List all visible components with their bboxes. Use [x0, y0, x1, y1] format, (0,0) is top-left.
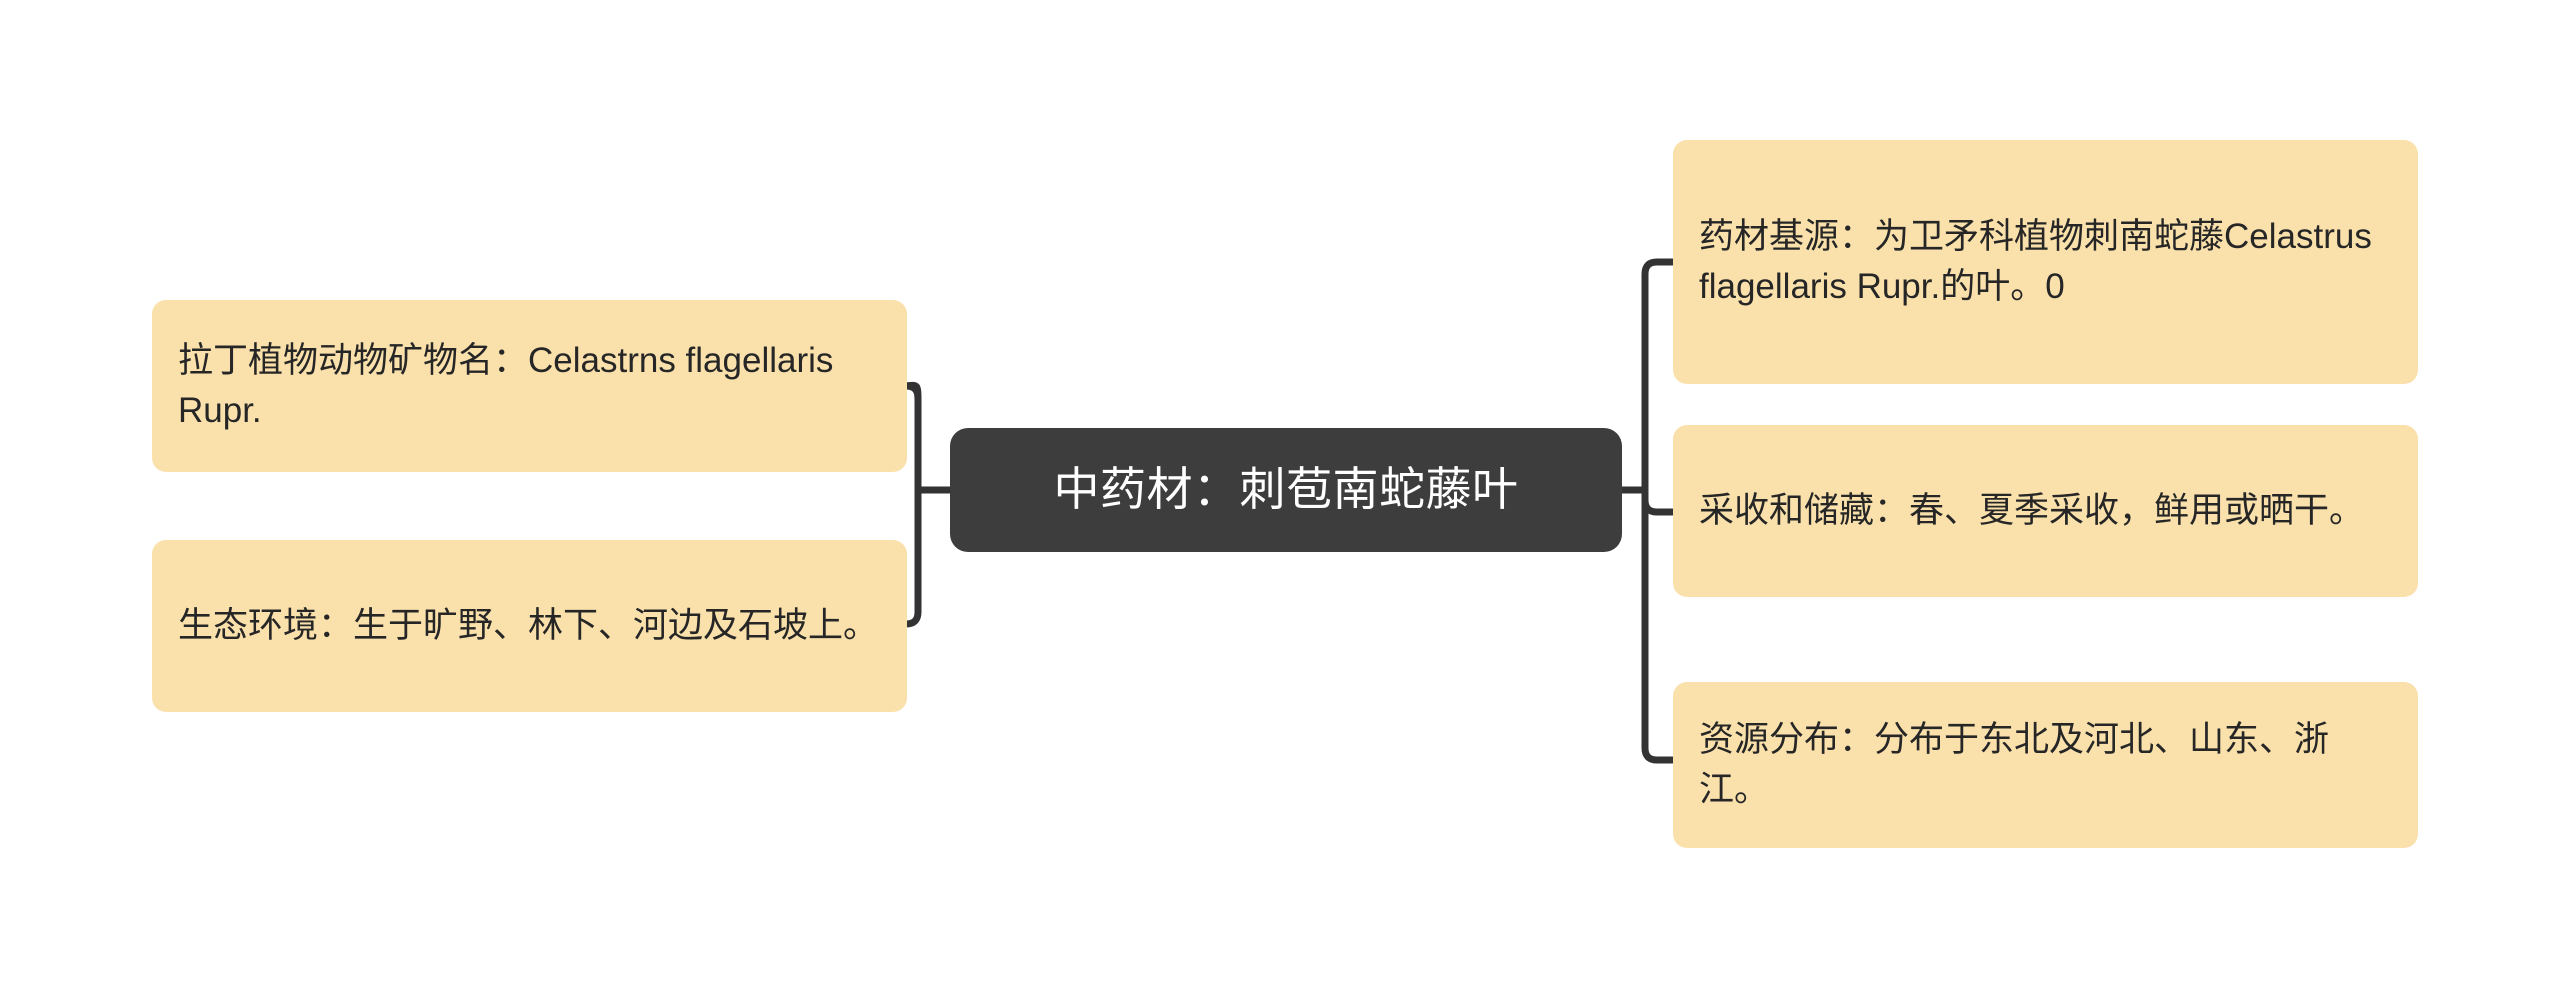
branch-node-ecology[interactable]: 生态环境：生于旷野、林下、河边及石坡上。	[152, 540, 907, 712]
branch-node-harvest-label: 采收和储藏：春、夏季采收，鲜用或晒干。	[1699, 491, 2365, 531]
branch-node-ecology-label: 生态环境：生于旷野、林下、河边及石坡上。	[178, 606, 879, 646]
branch-node-distribution-label: 资源分布：分布于东北及河北、山东、浙江。	[1699, 720, 2330, 809]
connector-right-branch-distribution	[1641, 734, 1676, 764]
root-node-label: 中药材：刺苞南蛇藤叶	[1053, 463, 1519, 516]
connector-right-branch-harvest	[1641, 490, 1676, 516]
branch-node-latin-name[interactable]: 拉丁植物动物矿物名：Celastrns flagellaris Rupr.	[152, 300, 907, 472]
branch-node-latin-name-label: 拉丁植物动物矿物名：Celastrns flagellaris Rupr.	[178, 341, 844, 430]
connector-right-branch-source	[1641, 258, 1676, 296]
branch-node-harvest[interactable]: 采收和储藏：春、夏季采收，鲜用或晒干。	[1673, 425, 2418, 597]
branch-node-distribution[interactable]: 资源分布：分布于东北及河北、山东、浙江。	[1673, 682, 2418, 848]
branch-node-source[interactable]: 药材基源：为卫矛科植物刺南蛇藤Celastrus flagellaris Rup…	[1673, 140, 2418, 384]
branch-node-source-label: 药材基源：为卫矛科植物刺南蛇藤Celastrus flagellaris Rup…	[1699, 217, 2382, 306]
root-node[interactable]: 中药材：刺苞南蛇藤叶	[950, 428, 1622, 552]
